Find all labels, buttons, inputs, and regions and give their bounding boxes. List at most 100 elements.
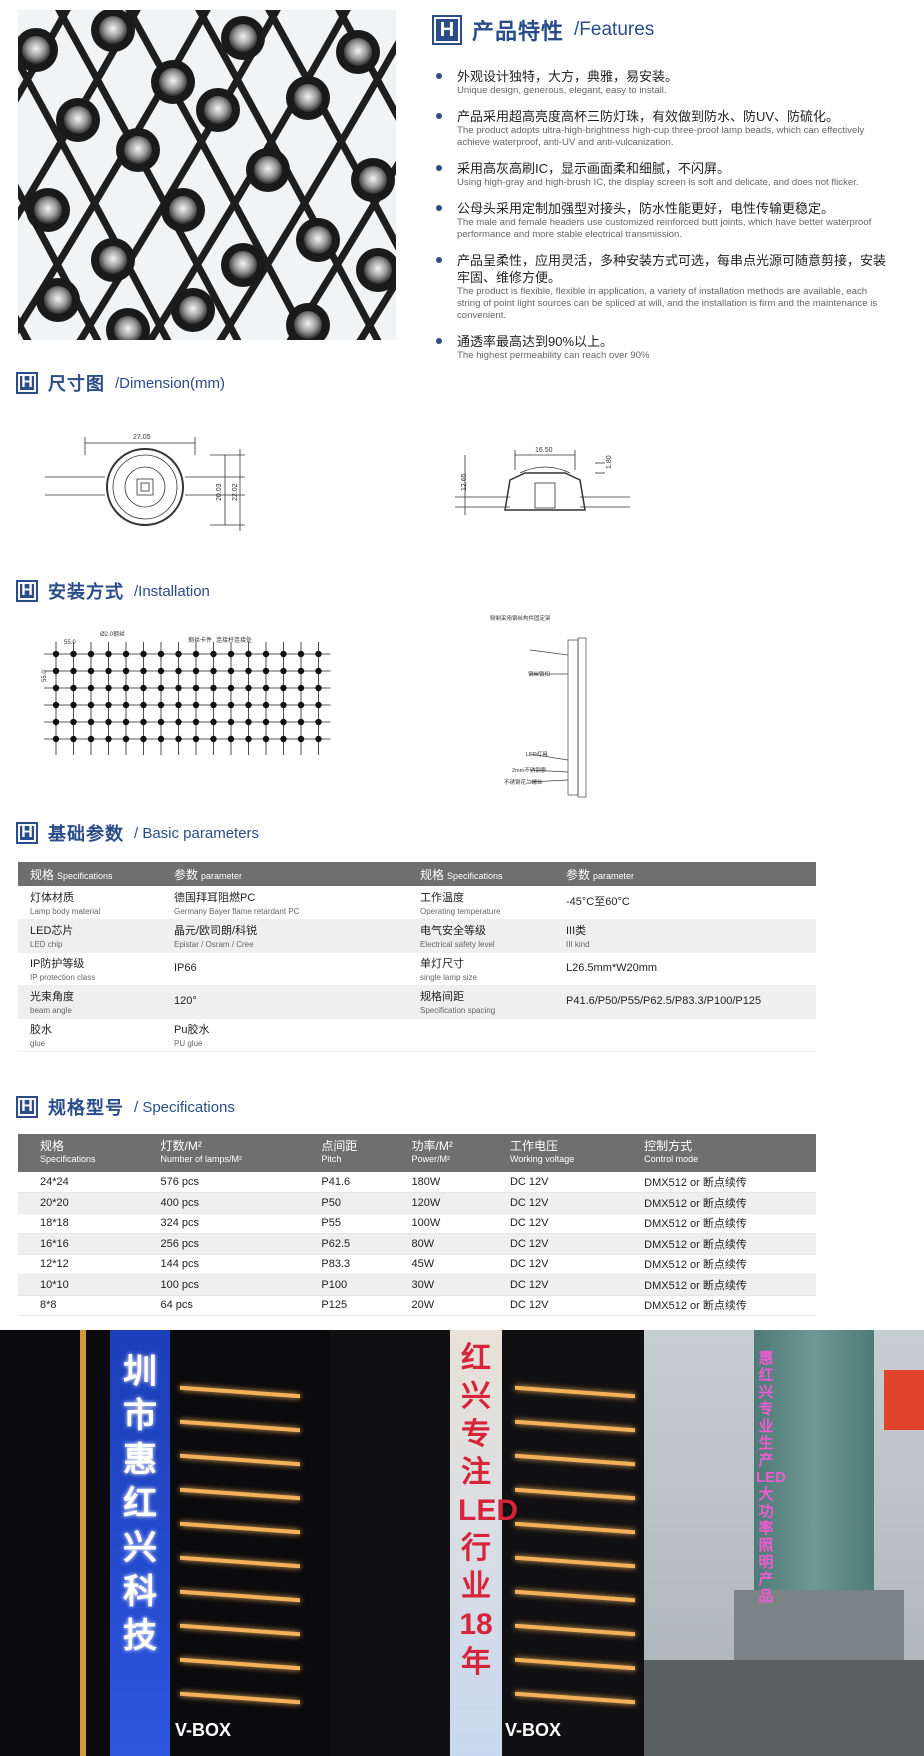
param-cell: P41.6/P50/P55/P62.5/P83.3/P100/P125	[554, 985, 816, 1019]
light-bar	[515, 1453, 635, 1467]
grid-lamp	[140, 701, 147, 709]
feature-item: 采用高灰高刷IC，显示画面柔和细腻，不闪屏。Using high-gray an…	[432, 160, 892, 189]
light-bar	[515, 1385, 635, 1399]
grid-lamp	[280, 735, 287, 743]
grid-lamp	[70, 701, 77, 709]
side-label-1: 侧制采用钢丝构件固定架	[490, 614, 551, 622]
basic-params-heading: H 基础参数 / Basic parameters	[16, 820, 259, 846]
features-heading: H 产品特性 /Features	[432, 14, 892, 46]
brand-text-2: V-BOX	[505, 1720, 562, 1740]
grid-lamp	[140, 650, 147, 658]
grid-lamp	[52, 718, 60, 726]
spec-cell: P50	[299, 1192, 390, 1214]
grid-lamp	[210, 735, 217, 743]
light-bar	[515, 1487, 635, 1501]
dimension-heading: H 尺寸图 /Dimension(mm)	[16, 370, 225, 396]
grid-lamp	[315, 718, 322, 726]
application-photo-1: 圳市惠红兴科技 V-BOX	[0, 1330, 330, 1756]
light-bar	[515, 1623, 635, 1637]
grid-lamp	[175, 701, 182, 709]
brand-text-1: V-BOX	[175, 1720, 232, 1740]
spec-cell: P100	[299, 1274, 390, 1296]
installation-heading: H 安装方式 /Installation	[16, 578, 210, 604]
feature-text-zh: 产品呈柔性，应用灵活，多种安装方式可选，每串点光源可随意剪接，安装牢固、维修方便…	[457, 253, 887, 285]
grid-lamp	[210, 684, 217, 692]
spec-cell: DMX512 or 断点续传	[622, 1172, 816, 1193]
grid-lamp	[315, 684, 322, 692]
grid-lamp	[70, 684, 77, 692]
grid-lamp	[140, 684, 147, 692]
grid-lamp	[210, 701, 217, 709]
grid-lamp	[70, 667, 77, 675]
grid-lamp	[192, 718, 200, 726]
grid-lamp	[280, 684, 287, 692]
feature-text-en: The highest permeability can reach over …	[457, 350, 650, 361]
grid-lamp	[315, 650, 322, 658]
h-logo-icon: H	[16, 580, 38, 602]
grid-lamp	[280, 701, 287, 709]
grid-lamp	[52, 701, 60, 709]
dimension-title: 尺寸图	[48, 374, 105, 394]
grid-lamp	[280, 667, 287, 675]
grid-lamp	[157, 684, 165, 692]
wire-label: Ø2.0钢丝	[100, 630, 125, 638]
h-logo-icon: H	[16, 372, 38, 394]
lamp-bead	[356, 248, 400, 292]
grid-lamp	[157, 650, 165, 658]
grid-lamp	[192, 701, 200, 709]
grid-lamp	[105, 667, 112, 675]
spec-cell: P62.5	[299, 1233, 390, 1255]
grid-lamp	[227, 718, 235, 726]
lamp-bead	[26, 188, 70, 232]
grid-lamp	[52, 684, 60, 692]
spec-cell: 120W	[389, 1192, 488, 1214]
dim-height-label: 12.65	[461, 473, 468, 491]
grid-lamp	[210, 667, 217, 675]
pitch-x-label: 55.0	[64, 640, 76, 646]
grid-lamp	[140, 718, 147, 726]
grid-lamp	[157, 667, 165, 675]
grid-lamp	[315, 701, 322, 709]
grid-lamp	[122, 667, 130, 675]
lamp-bead	[91, 238, 135, 282]
feature-text-zh: 通透率最高达到90%以上。	[457, 334, 614, 349]
grid-lamp	[245, 684, 252, 692]
side-label-5: 不锈钢花兰螺丝	[504, 778, 543, 786]
grid-lamp	[87, 718, 95, 726]
spec-cell: 400 pcs	[138, 1192, 300, 1214]
lamp-bead	[36, 278, 80, 322]
grid-lamp	[87, 701, 95, 709]
spec-cell: 256 pcs	[138, 1233, 300, 1255]
grid-lamp	[105, 718, 112, 726]
feature-text-en: Unique design, generous, elegant, easy t…	[457, 85, 667, 96]
spec-cell: 324 pcs	[138, 1213, 300, 1234]
spec-cell: 18*18	[18, 1213, 139, 1234]
spec-cell: DMX512 or 断点续传	[622, 1254, 816, 1275]
feature-text-en: The product is flexible, flexible in app…	[457, 286, 878, 321]
lamp-bead	[221, 243, 265, 287]
grid-lamp	[140, 735, 147, 743]
feature-text-zh: 产品采用超高亮度高杯三防灯珠，有效做到防水、防UV、防硫化。	[457, 109, 840, 124]
feature-text-en: The male and female headers use customiz…	[457, 217, 872, 240]
sign-text-2: 红兴专注LED行业18年	[458, 1342, 518, 1679]
param-cell: L26.5mm*W20mm	[554, 952, 816, 986]
dim-h2-label: 22.02	[232, 483, 239, 501]
feature-item: 产品呈柔性，应用灵活，多种安装方式可选，每串点光源可随意剪接，安装牢固、维修方便…	[432, 252, 892, 322]
lamp-bead	[171, 288, 215, 332]
specs-heading: H 规格型号 / Specifications	[16, 1094, 235, 1120]
spec-cell: DMX512 or 断点续传	[622, 1213, 816, 1234]
h-logo-icon: H	[16, 822, 38, 844]
spec-cell: 576 pcs	[138, 1172, 300, 1193]
grid-lamp	[262, 735, 270, 743]
